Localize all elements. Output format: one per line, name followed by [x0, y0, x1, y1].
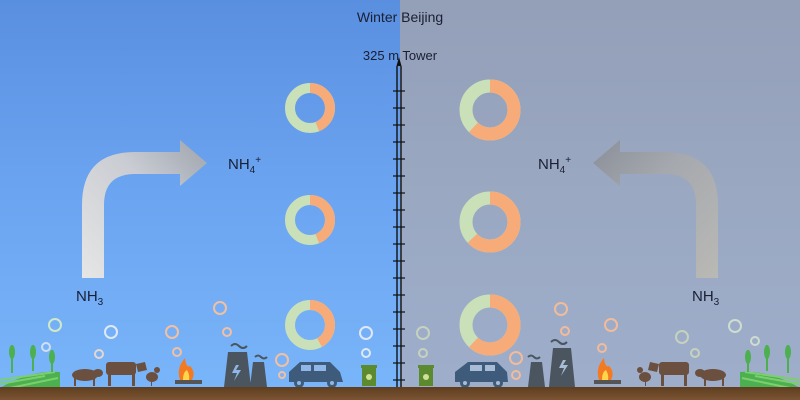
biomass-fire-icon-right: [594, 358, 621, 384]
nh3-label-left: NH3: [76, 288, 103, 308]
pig-icon: [72, 369, 103, 386]
crop-field-icon: [0, 345, 60, 389]
emission-bubbles-right: [416, 302, 760, 380]
power-plant-icon-right: [527, 339, 575, 387]
car-icon-right: [455, 362, 508, 388]
nh3-sub: 3: [97, 297, 104, 308]
donut-chart-right-top: [459, 79, 521, 141]
power-plant-icon: [224, 343, 268, 387]
nh4-sup: +: [255, 155, 262, 166]
nh4-label-left: NH4+: [228, 155, 261, 176]
chicken-icon: [146, 367, 160, 386]
tower-icon: [393, 57, 405, 388]
nh3-base: NH: [692, 288, 714, 305]
nh4-sup: +: [565, 155, 572, 166]
nh3-sub: 3: [713, 297, 720, 308]
crop-field-icon-right: [740, 345, 800, 389]
donut-chart-right-bottom: [459, 294, 521, 356]
diagram-title: Winter Beijing: [356, 9, 444, 25]
tower-label: 325 m Tower: [362, 48, 438, 63]
donut-chart-left-middle: [285, 195, 335, 245]
chicken-icon-right: [637, 367, 651, 386]
waste-bin-icon: [361, 365, 377, 386]
conversion-arrow-right-icon: [593, 140, 718, 278]
cow-icon: [106, 362, 147, 386]
nh3-label-right: NH3: [692, 288, 719, 308]
nh4-base: NH: [228, 156, 250, 173]
nh4-base: NH: [538, 156, 560, 173]
donut-chart-left-bottom: [285, 300, 335, 350]
donut-chart-right-middle: [459, 191, 521, 253]
nh4-label-right: NH4+: [538, 155, 571, 176]
car-icon: [289, 362, 343, 388]
donut-chart-left-top: [285, 83, 335, 133]
emission-bubbles-left: [41, 301, 373, 379]
nh3-base: NH: [76, 288, 98, 305]
pig-icon-right: [695, 369, 726, 386]
waste-bin-icon-right: [418, 365, 434, 386]
cow-icon-right: [648, 362, 689, 386]
ground: [0, 387, 800, 400]
nh4-sub: 4: [559, 165, 566, 176]
conversion-arrow-left-icon: [82, 140, 207, 278]
biomass-fire-icon: [175, 358, 202, 384]
nh4-sub: 4: [249, 165, 256, 176]
